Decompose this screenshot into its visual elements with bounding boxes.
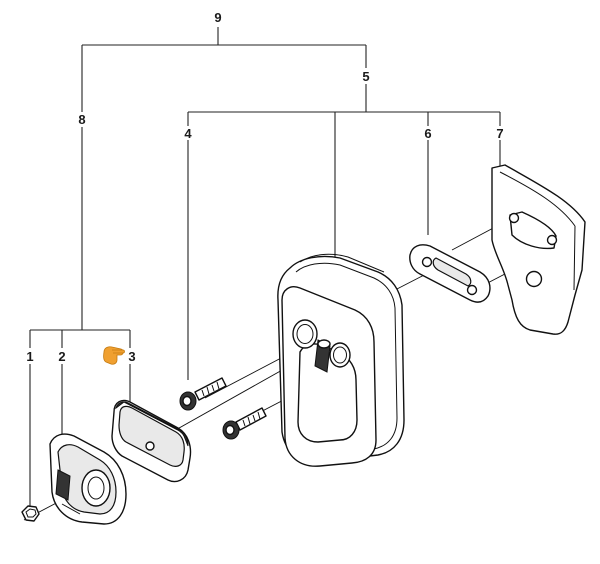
bolt-lower: [222, 407, 267, 440]
gasket: [409, 244, 491, 303]
callout-5: 5: [362, 69, 369, 84]
pointing-hand-icon: [103, 346, 125, 365]
callout-8: 8: [78, 112, 85, 127]
muffler-body: [277, 253, 405, 467]
spark-screen-plate: [111, 399, 192, 483]
callout-2: 2: [58, 349, 65, 364]
bolt-upper: [179, 377, 227, 411]
nut: [21, 505, 40, 522]
callout-3: 3: [128, 349, 135, 364]
heat-shield-plate: [491, 164, 586, 335]
end-cover: [49, 433, 127, 525]
callout-4: 4: [184, 126, 192, 141]
callout-9: 9: [214, 10, 221, 25]
leader-lines: [29, 27, 501, 508]
callout-1: 1: [26, 349, 33, 364]
callout-7: 7: [496, 126, 503, 141]
callout-6: 6: [424, 126, 431, 141]
